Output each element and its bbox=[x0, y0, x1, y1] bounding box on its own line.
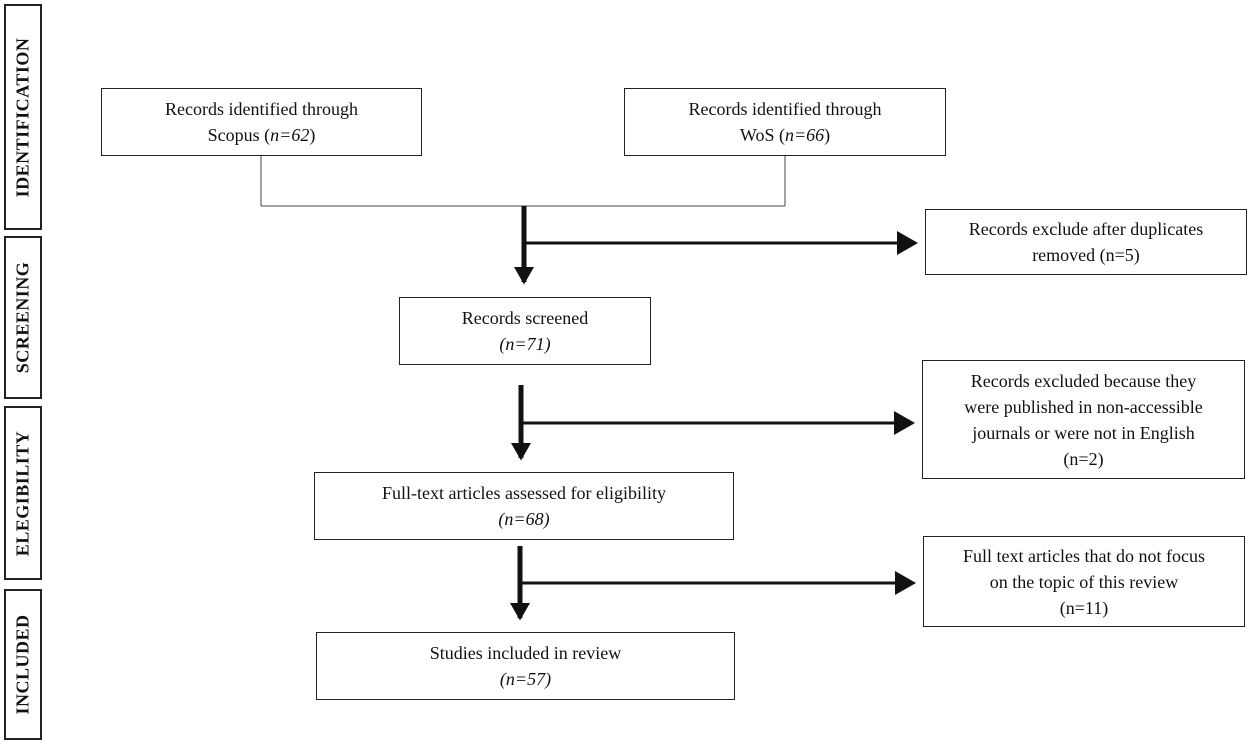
box-excluded-access-line1: Records excluded because they bbox=[970, 370, 1197, 391]
box-screened-line1: Records screened bbox=[461, 308, 589, 328]
box-excluded-access: Records excluded because they were publi… bbox=[922, 360, 1245, 479]
box-scopus-prefix: Scopus ( bbox=[207, 125, 271, 145]
box-included-line2: (n=57) bbox=[500, 666, 551, 692]
box-screened-open: ( bbox=[499, 334, 506, 354]
box-fulltext-line2: (n=68) bbox=[498, 506, 549, 532]
box-scopus-count: n=62 bbox=[270, 125, 310, 145]
box-duplicates-line1: Records exclude after duplicates bbox=[968, 219, 1204, 239]
stage-screening: SCREENING bbox=[4, 236, 42, 399]
box-fulltext-assessed: Full-text articles assessed for eligibil… bbox=[314, 472, 734, 540]
box-fulltext-open: ( bbox=[498, 509, 505, 529]
box-fulltext-line1: Full-text articles assessed for eligibil… bbox=[382, 483, 666, 503]
box-excluded-topic-line3: (n=11) bbox=[1059, 597, 1109, 618]
box-duplicates-excluded: Records exclude after duplicates removed… bbox=[925, 209, 1247, 275]
box-excluded-access-line3: journals or were not in English bbox=[972, 422, 1195, 443]
stage-eligibility: ELEGIBILITY bbox=[4, 406, 42, 580]
box-included-line1: Studies included in review bbox=[429, 643, 622, 663]
box-wos-count: n=66 bbox=[784, 125, 825, 145]
box-screened-count: n=71 bbox=[505, 334, 545, 354]
box-wos-line2: WoS (n=66) bbox=[740, 122, 830, 148]
box-scopus: Records identified through Scopus (n=62) bbox=[101, 88, 422, 156]
box-excluded-topic-line2: on the topic of this review bbox=[989, 571, 1179, 592]
box-excluded-topic: Full text articles that do not focus on … bbox=[923, 536, 1245, 627]
box-included-count: n=57 bbox=[505, 669, 546, 689]
box-excluded-topic-line1: Full text articles that do not focus bbox=[963, 545, 1205, 566]
box-screened-line2: (n=71) bbox=[499, 331, 550, 357]
box-fulltext-close: ) bbox=[543, 509, 550, 529]
box-wos: Records identified through WoS (n=66) bbox=[624, 88, 946, 156]
box-scopus-suffix: ) bbox=[309, 125, 316, 145]
box-records-screened: Records screened (n=71) bbox=[399, 297, 651, 365]
box-excluded-access-line4: (n=2) bbox=[1063, 448, 1104, 469]
box-included-close: ) bbox=[545, 669, 552, 689]
box-screened-close: ) bbox=[544, 334, 551, 354]
box-fulltext-count: n=68 bbox=[504, 509, 544, 529]
box-included-open: ( bbox=[499, 669, 506, 689]
box-excluded-access-line2: were published in non-accessible bbox=[964, 396, 1203, 417]
box-wos-line1: Records identified through bbox=[688, 99, 882, 119]
box-wos-suffix: ) bbox=[824, 125, 831, 145]
stage-identification: IDENTIFICATION bbox=[4, 4, 42, 230]
box-studies-included: Studies included in review (n=57) bbox=[316, 632, 735, 700]
box-scopus-line2: Scopus (n=62) bbox=[208, 122, 316, 148]
box-duplicates-line2: removed (n=5) bbox=[1032, 245, 1140, 265]
stage-included: INCLUDED bbox=[4, 589, 42, 740]
box-wos-prefix: WoS ( bbox=[739, 125, 785, 145]
box-scopus-line1: Records identified through bbox=[165, 99, 358, 119]
